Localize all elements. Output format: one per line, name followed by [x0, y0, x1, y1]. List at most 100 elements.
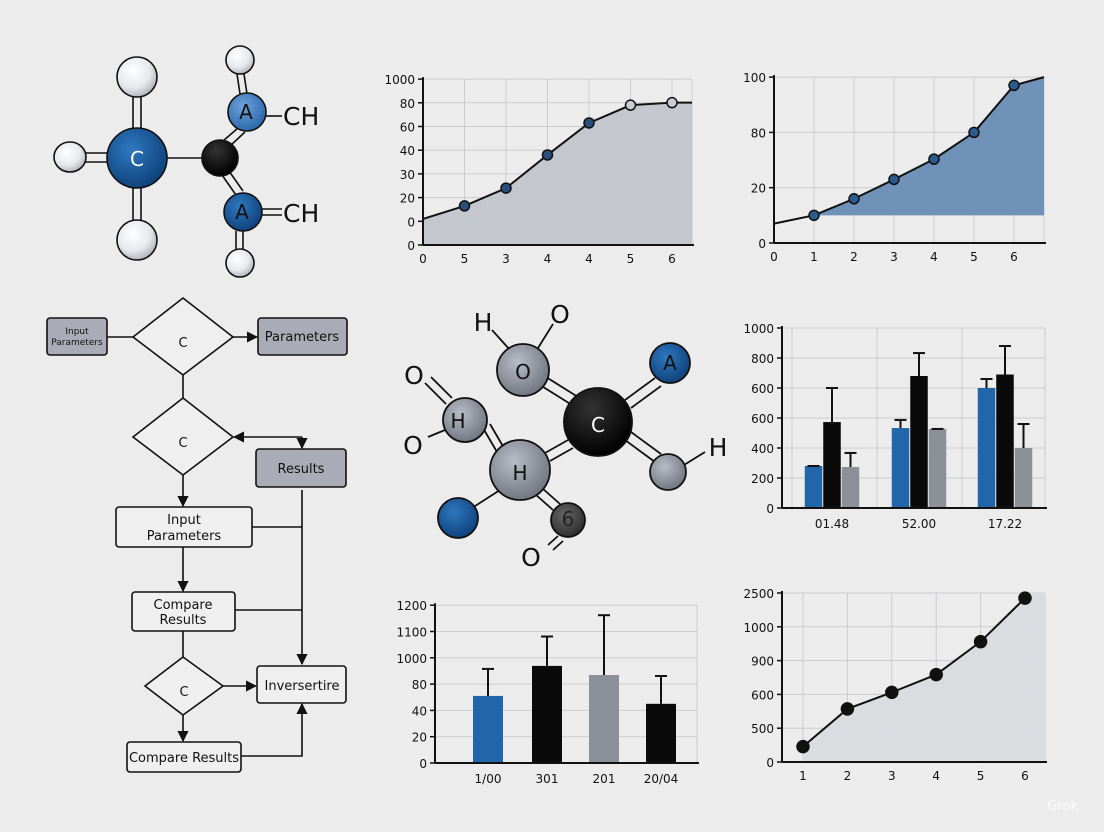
bar: [977, 388, 996, 508]
data-point: [808, 209, 820, 222]
label-o: O: [404, 361, 424, 390]
bar: [910, 376, 928, 508]
data-point: [458, 200, 471, 212]
y-tick-label: 1000: [743, 621, 774, 635]
y-tick-label: 200: [751, 472, 774, 486]
x-tick-label: 3: [888, 769, 896, 783]
atom-label-h: H: [512, 461, 527, 485]
x-tick-label: 6: [1021, 769, 1029, 783]
oxygen-atom: [496, 343, 550, 397]
y-tick-label: 20: [412, 731, 427, 745]
blue-atom: [437, 497, 479, 539]
y-tick-label: 900: [751, 655, 774, 669]
bar: [532, 665, 562, 763]
gray-atom: [649, 453, 687, 491]
x-tick-label: 201: [593, 772, 616, 786]
inversertire-box: [256, 665, 347, 704]
input-parameters-box: [115, 506, 253, 548]
group-label-ch: CH: [283, 199, 319, 228]
x-tick-label: 301: [536, 772, 559, 786]
data-point: [885, 685, 899, 700]
y-tick-label: 30: [400, 168, 415, 182]
decision-diamond-1: [131, 296, 235, 377]
y-tick-label: 600: [751, 382, 774, 396]
data-point: [583, 117, 595, 129]
decision-1-label: C: [178, 336, 187, 351]
hydrogen-atom-small: [442, 397, 488, 443]
bar: [823, 422, 841, 508]
input-box-line-1: Input: [167, 513, 201, 528]
y-tick-label: 0: [758, 237, 766, 251]
y-tick-label: 60: [400, 121, 415, 135]
bar: [996, 374, 1014, 508]
data-point: [888, 173, 900, 186]
decision-diamond-3: [143, 656, 225, 716]
flowchart-connectors: [107, 331, 308, 757]
x-tick-label: 5: [627, 252, 635, 266]
y-tick-label: 100: [743, 71, 766, 85]
atom-label-a: A: [663, 351, 677, 375]
x-tick-label: 0: [419, 252, 427, 266]
atom-label-c: C: [591, 413, 605, 437]
x-tick-label: 17.22: [988, 517, 1022, 531]
input-parameters-small-box: [46, 317, 108, 356]
inversertire-label: Inversertire: [265, 679, 340, 694]
atom-label-a: A: [239, 100, 253, 124]
a-atom: [649, 342, 691, 384]
y-tick-label: 0: [766, 756, 774, 770]
x-tick-label: 4: [930, 250, 938, 264]
compare-results-bottom-box: [126, 741, 242, 773]
y-tick-label: 80: [400, 97, 415, 111]
dark-atom: [550, 502, 586, 538]
atom-label-c: C: [130, 147, 144, 171]
area-fill: [803, 593, 1045, 762]
decision-2-label: C: [178, 436, 187, 451]
y-tick-label: 400: [751, 442, 774, 456]
a-atom-upper: [227, 92, 267, 132]
x-tick-label: 0: [770, 250, 778, 264]
y-tick-label: 500: [751, 722, 774, 736]
compare-results-label: Compare Results: [129, 751, 239, 766]
atom-label-h: H: [450, 409, 465, 433]
x-tick-label: 4: [585, 252, 593, 266]
bar: [1014, 448, 1033, 508]
hydrogen-atom: [225, 248, 255, 278]
y-tick-label: 40: [400, 144, 415, 158]
data-point: [928, 153, 940, 165]
area-fill: [423, 102, 692, 245]
data-point: [666, 96, 678, 109]
y-tick-label: 20: [751, 182, 766, 196]
x-tick-label: 5: [461, 252, 469, 266]
x-tick-label: 2: [844, 769, 852, 783]
decision-3-label: C: [179, 685, 188, 700]
series-line: [422, 101, 692, 220]
x-tick-label: 3: [502, 252, 510, 266]
bar: [589, 675, 619, 763]
y-tick-label: 0: [419, 757, 427, 771]
input-small-line-1: Input: [65, 327, 89, 337]
data-point: [1008, 79, 1020, 92]
x-tick-label: 5: [977, 769, 985, 783]
bar: [804, 466, 823, 508]
hydrogen-atom: [225, 45, 255, 75]
y-tick-label: 1000: [384, 73, 415, 87]
carbon-atom: [563, 387, 633, 457]
watermark: Grok: [1047, 799, 1078, 814]
y-tick-label: 0: [407, 239, 415, 253]
y-tick-label: 600: [751, 412, 774, 426]
series-line: [802, 597, 1026, 748]
y-tick-label: 1000: [396, 652, 427, 666]
bar: [928, 428, 947, 508]
x-tick-label: 6: [668, 252, 676, 266]
bar: [646, 703, 676, 763]
bar: [891, 428, 910, 508]
data-point: [848, 193, 860, 205]
data-point: [929, 667, 943, 682]
a-atom-lower: [223, 192, 263, 232]
results-box: [255, 448, 347, 488]
molecule-2: [424, 323, 706, 551]
